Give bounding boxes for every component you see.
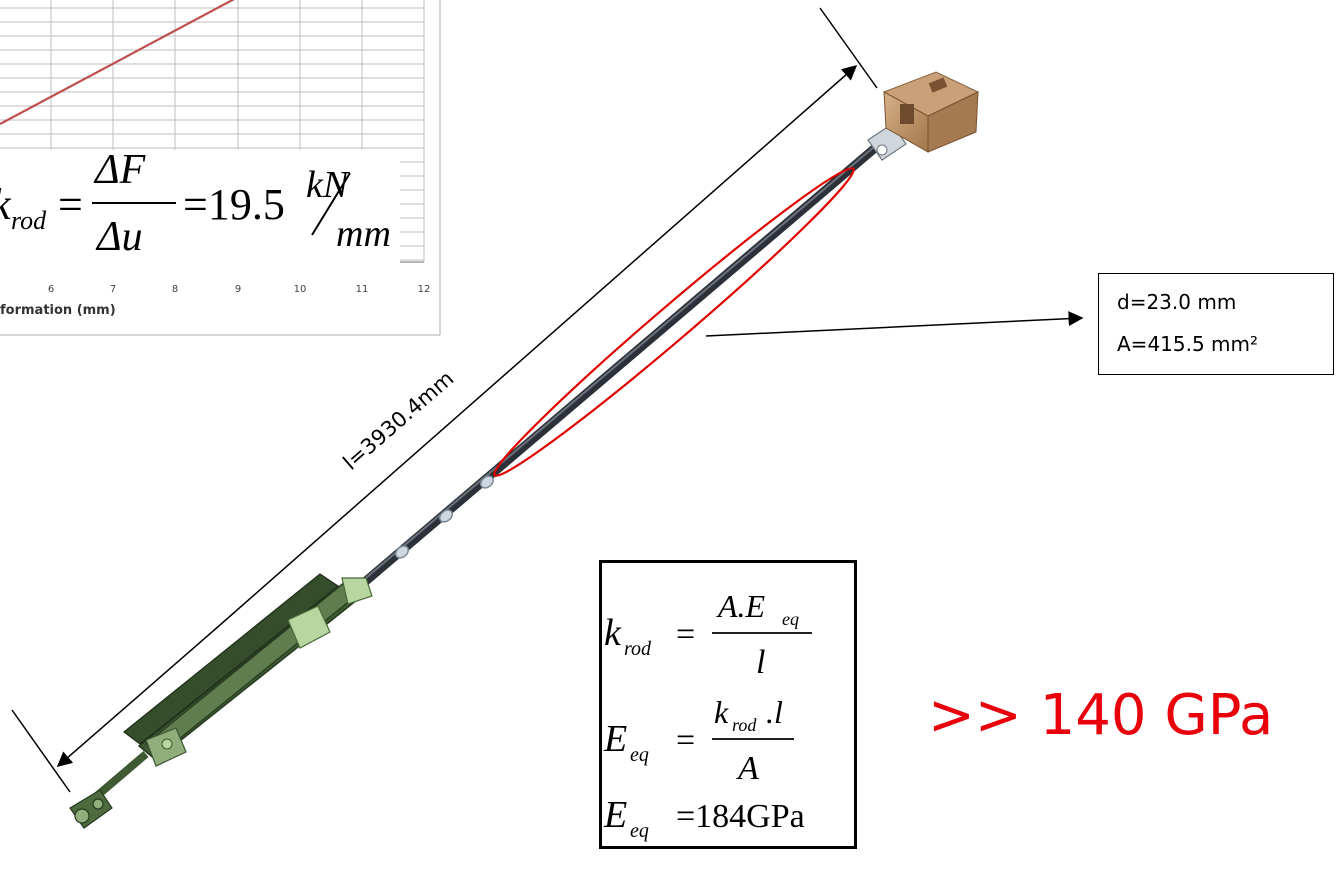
chart-stiffness-formula: k rod = ΔF Δu =19.5 kN mm <box>0 147 391 260</box>
turnbuckle-nut <box>287 605 331 649</box>
formula1-denominator: l <box>756 644 765 681</box>
formula3-lhs-subscript: eq <box>630 820 649 842</box>
stiffness-chart: 6 7 8 9 10 11 12 formation (mm) k rod = … <box>0 0 441 336</box>
x-tick-label: 10 <box>294 284 307 295</box>
x-tick-label: 6 <box>48 284 54 295</box>
formula2-denominator: A <box>736 750 759 787</box>
formula1-numerator-subscript: eq <box>782 609 799 629</box>
formula2-lhs: E <box>603 718 627 760</box>
x-axis-label: formation (mm) <box>0 303 116 318</box>
x-tick-label: 11 <box>356 284 369 295</box>
dimension-arrow-bottom <box>56 624 221 767</box>
rod-coupler <box>438 509 454 523</box>
callout-arrow <box>705 311 1084 337</box>
formula-value: =19.5 <box>183 180 285 229</box>
unit-slash <box>311 172 351 236</box>
formula1-numerator: A.E <box>716 588 766 624</box>
rod-coupler <box>479 475 495 489</box>
formula1-lhs: k <box>604 612 622 654</box>
formula2-lhs-subscript: eq <box>630 744 649 766</box>
diameter-label: d=23.0 mm <box>1117 290 1237 314</box>
bottom-clevis <box>69 789 113 829</box>
dimension-extension-top <box>819 7 878 89</box>
x-tick-label: 12 <box>418 284 431 295</box>
formula-denominator: Δu <box>95 214 143 260</box>
x-tick-label: 8 <box>172 284 178 295</box>
formula-unit-numerator: kN <box>306 164 351 206</box>
x-tick-label: 7 <box>110 284 116 295</box>
rod-properties-box: d=23.0 mm A=415.5 mm² <box>1098 273 1334 375</box>
formula1-lhs-subscript: rod <box>624 638 652 660</box>
rod-assembly <box>69 71 980 829</box>
formula2-numerator: k <box>714 694 729 730</box>
formula-unit-denominator: mm <box>336 213 391 255</box>
turnbuckle <box>123 573 373 767</box>
dimension-arrow-top <box>219 65 858 626</box>
formula-lhs-subscript: rod <box>11 206 47 235</box>
x-tick-label: 9 <box>235 284 241 295</box>
highlight-ellipse <box>493 167 855 477</box>
rod-coupler <box>394 545 410 559</box>
formula3-lhs: E <box>603 794 627 836</box>
formula-lhs: k <box>0 180 12 229</box>
svg-text:=: = <box>676 722 695 759</box>
anchor-block <box>882 71 980 153</box>
formula2-numerator-subscript: rod <box>732 715 757 735</box>
turnbuckle-end-top <box>341 577 373 605</box>
area-label: A=415.5 mm² <box>1117 332 1259 356</box>
formula2-numerator-tail: .l <box>766 694 783 730</box>
formula-box: k rod = A.E eq l E eq = k rod .l A E eq … <box>599 560 857 849</box>
length-label: l=3930.4mm <box>339 366 459 475</box>
svg-text:=: = <box>58 180 83 229</box>
chart-data-line <box>0 0 235 125</box>
svg-text:=: = <box>676 616 695 653</box>
formula-numerator: ΔF <box>93 147 146 193</box>
dimension-extension-bottom <box>11 709 71 793</box>
comparison-result: >> 140 GPa <box>928 683 1274 748</box>
formula-derivation: k rod = A.E eq l E eq = k rod .l A E eq … <box>603 588 812 842</box>
formula3-result: =184GPa <box>676 798 805 835</box>
